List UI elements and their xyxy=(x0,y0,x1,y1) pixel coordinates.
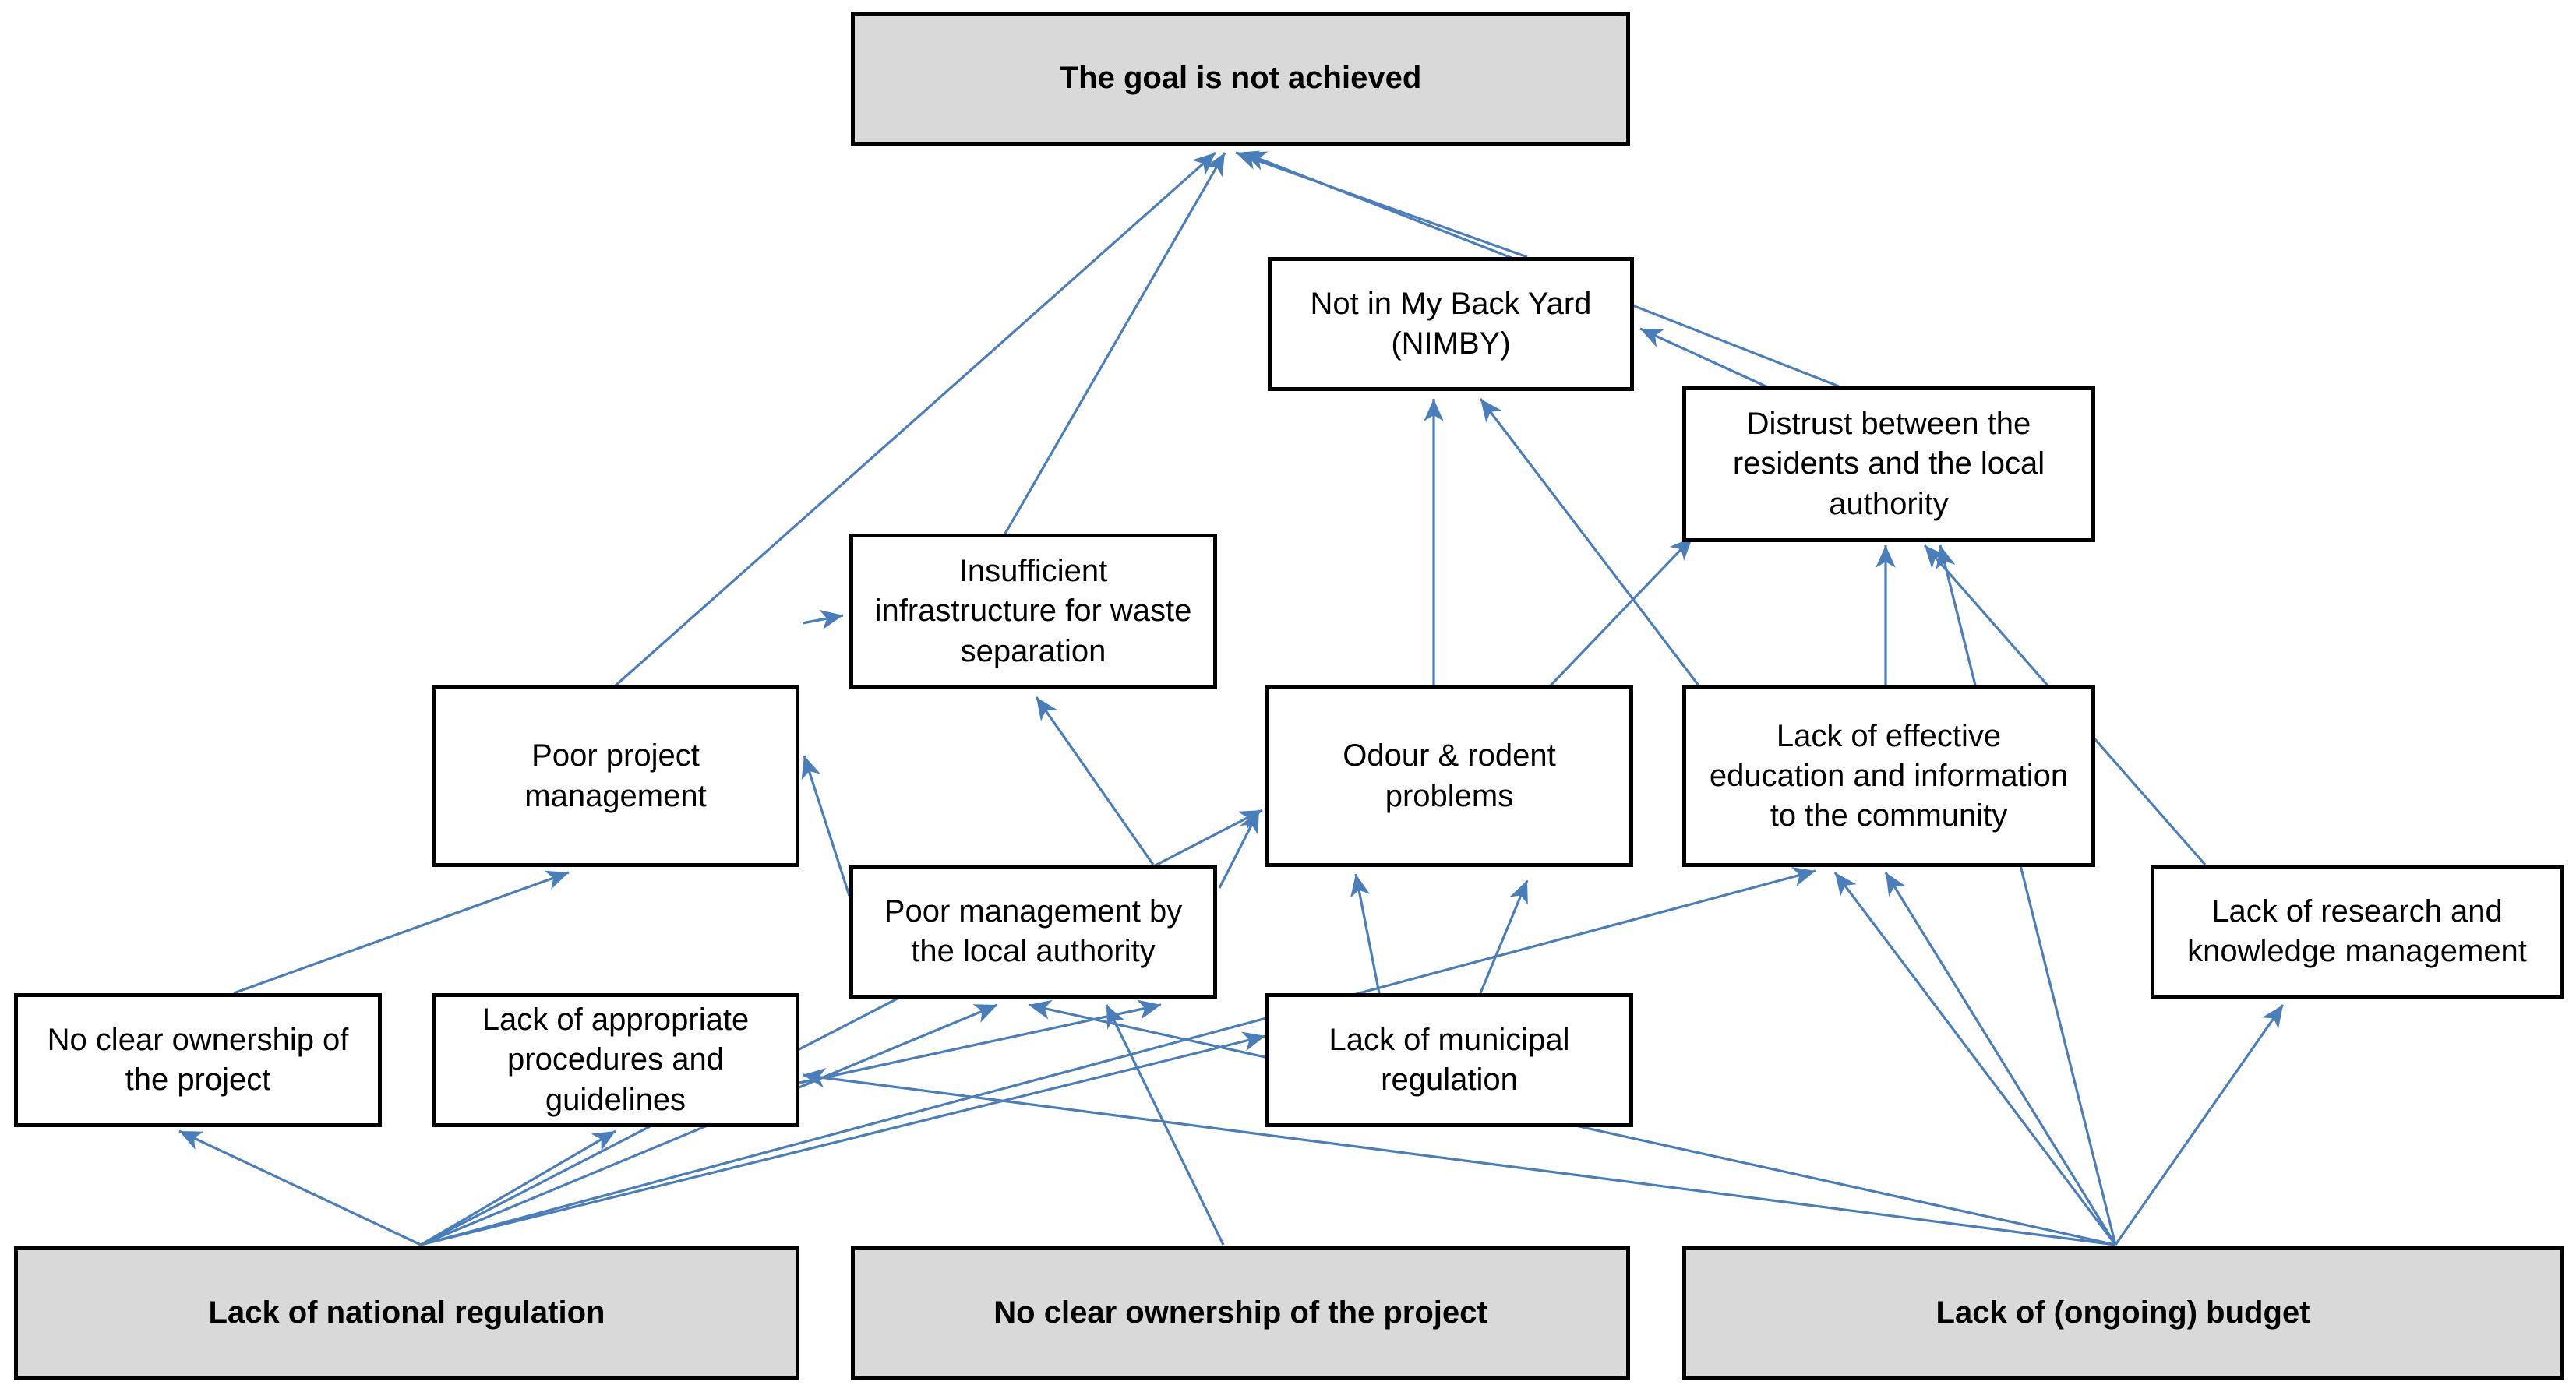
node-label-education: Lack of effective education and informat… xyxy=(1709,718,2069,833)
edge-municipal-to-odour xyxy=(1479,879,1529,994)
node-infra[interactable]: Insufficient infrastructure for waste se… xyxy=(849,534,1217,689)
node-label-research: Lack of research and knowledge managemen… xyxy=(2187,893,2527,968)
node-label-nimby: Not in My Back Yard (NIMBY) xyxy=(1310,286,1592,361)
edge-budget-to-research xyxy=(2114,1004,2285,1246)
node-budget[interactable]: Lack of (ongoing) budget xyxy=(1682,1246,2564,1380)
edge-noowner-to-ppm xyxy=(233,870,570,995)
edge-pmla-to-ppm xyxy=(801,755,851,897)
edge-natreg-to-municipal xyxy=(420,1031,1266,1246)
node-label-pmla: Poor management by the local authority xyxy=(884,893,1183,968)
node-label-goal: The goal is not achieved xyxy=(1059,61,1422,96)
edge-budget-to-distrust xyxy=(1936,544,2117,1246)
node-label-noownroot: No clear ownership of the project xyxy=(993,1295,1487,1330)
edge-ppm-to-goal xyxy=(614,151,1217,687)
node-research[interactable]: Lack of research and knowledge managemen… xyxy=(2151,865,2564,999)
node-municipal[interactable]: Lack of municipal regulation xyxy=(1265,993,1633,1127)
node-label-natreg: Lack of national regulation xyxy=(208,1295,605,1330)
node-label-ppm: Poor project management xyxy=(524,738,707,813)
node-label-procedures: Lack of appropriate procedures and guide… xyxy=(482,1003,750,1117)
edge-nimby-to-goal xyxy=(1235,150,1528,259)
node-ppm[interactable]: Poor project management xyxy=(432,685,799,867)
node-label-budget: Lack of (ongoing) budget xyxy=(1936,1295,2310,1330)
edge-municipal-to-odour xyxy=(1350,873,1381,994)
edge-distrust-to-nimby xyxy=(1639,327,1773,391)
node-education[interactable]: Lack of effective education and informat… xyxy=(1682,685,2095,867)
edge-pmla-to-infra xyxy=(1035,696,1155,865)
node-noowner[interactable]: No clear ownership of the project xyxy=(14,993,382,1127)
edge-natreg-to-procedures xyxy=(420,1129,616,1246)
node-procedures[interactable]: Lack of appropriate procedures and guide… xyxy=(432,993,799,1127)
node-noownroot[interactable]: No clear ownership of the project xyxy=(851,1246,1630,1380)
node-distrust[interactable]: Distrust between the residents and the l… xyxy=(1682,386,2095,542)
edge-budget-to-procedures xyxy=(802,1068,2116,1246)
edge-ppm-to-infra xyxy=(802,609,844,630)
node-goal[interactable]: The goal is not achieved xyxy=(851,12,1630,146)
edge-odour-to-distrust xyxy=(1549,536,1694,687)
node-odour[interactable]: Odour & rodent problems xyxy=(1265,685,1633,867)
edge-education-to-nimby xyxy=(1479,398,1700,686)
edge-natreg-to-education xyxy=(420,867,1816,1246)
node-label-odour: Odour & rodent problems xyxy=(1343,738,1556,813)
node-label-distrust: Distrust between the residents and the l… xyxy=(1732,407,2045,521)
node-label-infra: Insufficient infrastructure for waste se… xyxy=(874,554,1192,668)
node-natreg[interactable]: Lack of national regulation xyxy=(14,1246,799,1380)
node-label-noowner: No clear ownership of the project xyxy=(47,1022,349,1097)
edge-budget-to-education xyxy=(1833,872,2117,1246)
node-label-municipal: Lack of municipal regulation xyxy=(1329,1022,1570,1097)
edge-noownroot-to-pmla xyxy=(1105,1004,1225,1246)
node-pmla[interactable]: Poor management by the local authority xyxy=(849,865,1217,999)
node-nimby[interactable]: Not in My Back Yard (NIMBY) xyxy=(1268,257,1634,391)
edge-budget-to-education xyxy=(1884,872,2117,1246)
edge-procedures-to-pmla xyxy=(799,999,1162,1084)
edge-infra-to-goal xyxy=(1004,152,1226,534)
edge-natreg-to-noowner xyxy=(178,1129,422,1246)
